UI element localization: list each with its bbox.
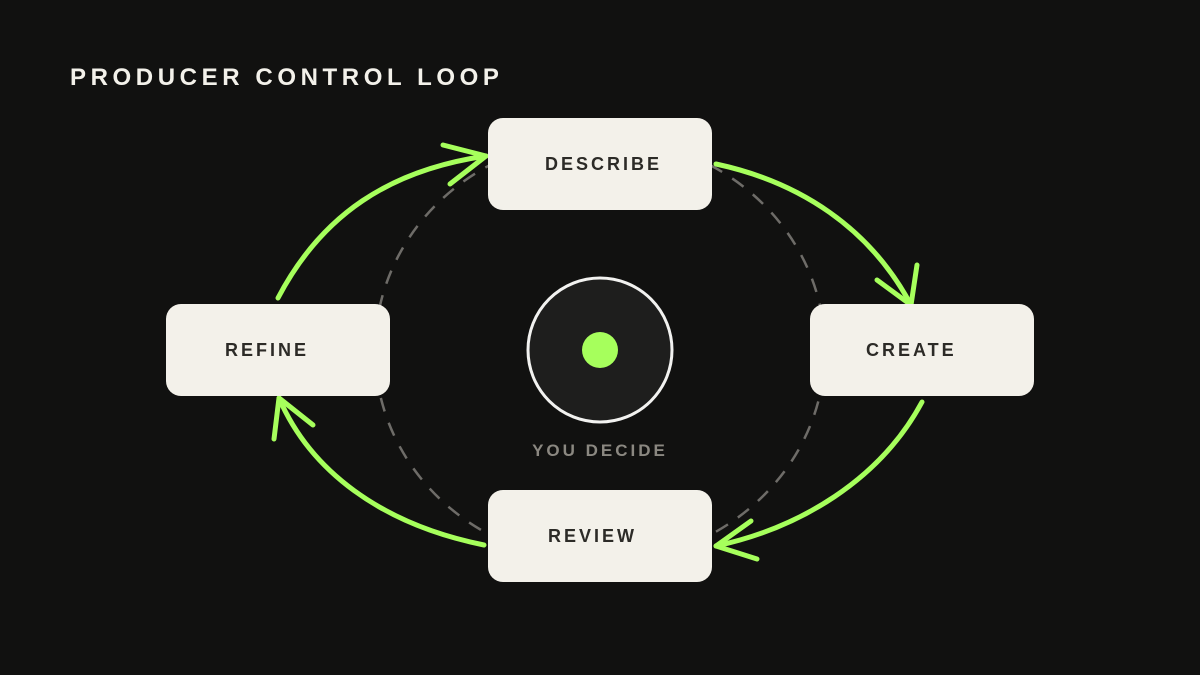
step-refine-box: REFINE: [166, 304, 390, 396]
arrow-head-describe: [440, 142, 489, 187]
step-create-box: CREATE: [810, 304, 1034, 396]
arrow-review-to-refine: [276, 395, 487, 548]
center-label: YOU DECIDE: [532, 441, 668, 460]
step-review-label: REVIEW: [548, 525, 638, 546]
diagram-title: PRODUCER CONTROL LOOP: [70, 64, 504, 91]
record-dot-icon: [582, 332, 618, 368]
step-describe-label: DESCRIBE: [545, 153, 663, 174]
arrow-describe-to-create: [713, 161, 914, 308]
step-refine-label: REFINE: [225, 339, 310, 360]
arrow-head-refine: [271, 395, 316, 442]
step-create-label: CREATE: [866, 339, 957, 360]
step-review-box: REVIEW: [488, 490, 712, 582]
step-describe-box: DESCRIBE: [488, 118, 712, 210]
arrow-refine-to-describe: [275, 153, 489, 301]
arrow-head-review: [713, 518, 760, 562]
arrow-create-to-review: [713, 399, 925, 549]
